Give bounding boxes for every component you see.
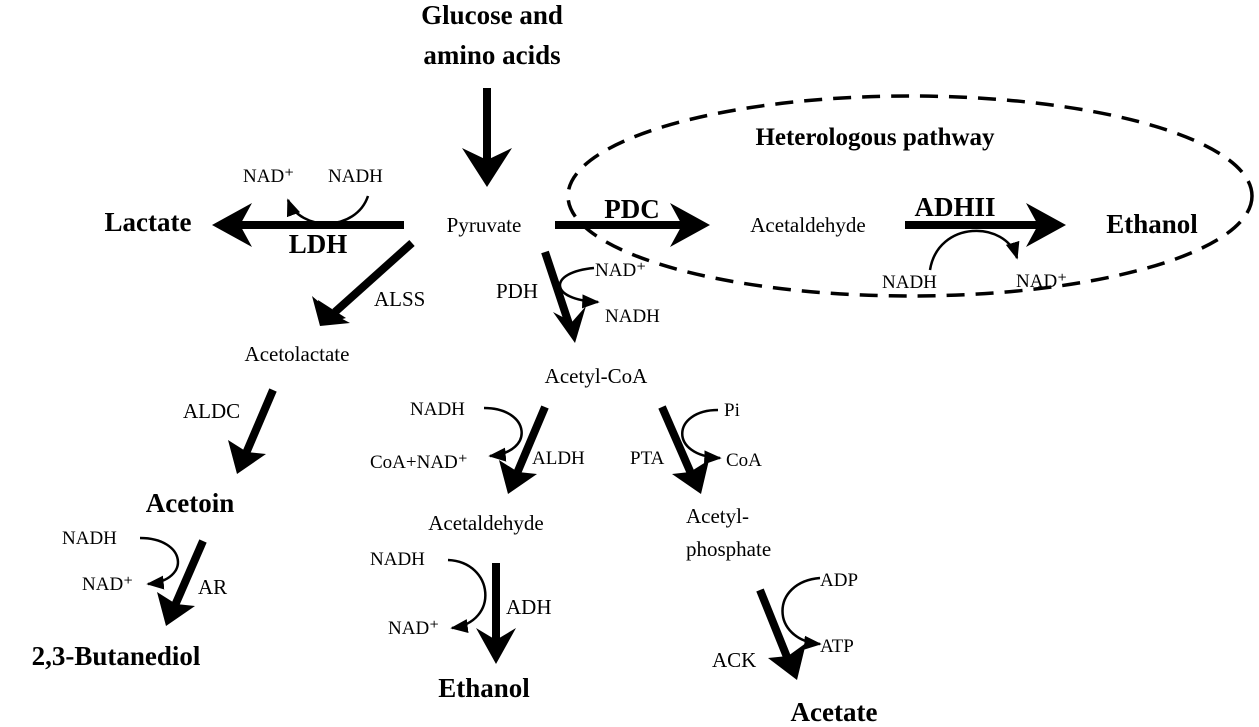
cofactor-ack-atp: ATP: [820, 636, 854, 657]
cofactor-adh-nadh: NADH: [370, 549, 425, 570]
metabolite-ethanol: Ethanol: [438, 673, 530, 703]
cofactor-ldh-nad: NAD⁺: [243, 166, 294, 187]
cofactor-pta-pi: Pi: [724, 400, 740, 421]
enzyme-pdh: PDH: [496, 279, 538, 303]
cofactor-curve-aldh: [483, 406, 523, 462]
cofactor-pdh-nadh: NADH: [605, 306, 660, 327]
cofactor-pdh-nad: NAD⁺: [595, 260, 646, 281]
arrow-pdc: [555, 203, 710, 247]
arrow-glucose-to-pyruvate: [462, 88, 512, 187]
metabolite-acetolactate: Acetolactate: [245, 342, 350, 366]
cofactor-curve-ldh: [286, 195, 370, 225]
enzyme-pdc: PDC: [604, 194, 660, 224]
cofactor-curve-ar: [139, 536, 179, 590]
cofactor-curve-ack: [781, 576, 822, 650]
metabolite-acetaldehyde: Acetaldehyde: [428, 511, 543, 535]
cofactor-curve-pdh: [558, 266, 600, 309]
cofactor-adhii-nadh: NADH: [882, 272, 937, 293]
cofactor-curve-adhii: [928, 229, 1020, 271]
metabolite-acetaldehyde-heterologous: Acetaldehyde: [750, 213, 865, 237]
arrow-ldh: [212, 203, 404, 247]
metabolite-lactate: Lactate: [105, 207, 192, 237]
arrow-pta: [658, 405, 709, 494]
cofactor-ar-nadh: NADH: [62, 528, 117, 549]
arrow-adhii: [905, 203, 1066, 247]
cofactor-curve-adh: [447, 558, 487, 633]
enzyme-ack: ACK: [712, 648, 756, 672]
source-label-line2: amino acids: [423, 40, 560, 70]
enzyme-aldh: ALDH: [532, 448, 585, 469]
cofactor-curve-pta: [681, 408, 722, 465]
cofactor-ar-nad: NAD⁺: [82, 574, 133, 595]
arrow-ar: [157, 539, 207, 626]
metabolite-butanediol: 2,3-Butanediol: [32, 641, 201, 671]
metabolite-acetyl-coa: Acetyl-CoA: [545, 364, 648, 388]
arrow-ack: [756, 588, 806, 680]
enzyme-pta: PTA: [630, 448, 665, 469]
arrow-alss: [312, 240, 415, 326]
arrow-pdh: [541, 250, 586, 343]
arrow-aldh: [499, 405, 549, 494]
heterologous-pathway-ellipse: [566, 94, 1254, 298]
cofactor-ldh-nadh: NADH: [328, 166, 383, 187]
metabolite-acetyl-phosphate-line2: phosphate: [686, 537, 771, 561]
enzyme-ar: AR: [198, 575, 227, 599]
enzyme-adh: ADH: [506, 595, 552, 619]
enzyme-ldh: LDH: [289, 229, 348, 259]
enzyme-alss: ALSS: [374, 287, 425, 311]
cofactor-aldh-nadh: NADH: [410, 399, 465, 420]
metabolite-pyruvate: Pyruvate: [447, 213, 522, 237]
arrow-adh: [476, 563, 516, 664]
source-label-line1: Glucose and: [421, 0, 563, 30]
metabolite-acetyl-phosphate-line1: Acetyl-: [686, 504, 749, 528]
metabolite-acetate: Acetate: [791, 697, 878, 727]
enzyme-adhii: ADHII: [914, 192, 995, 222]
arrow-aldc: [228, 388, 277, 474]
cofactor-adh-nad: NAD⁺: [388, 618, 439, 639]
metabolite-acetoin: Acetoin: [146, 488, 234, 518]
cofactor-ack-adp: ADP: [820, 570, 858, 591]
cofactor-adhii-nad: NAD⁺: [1016, 271, 1067, 292]
cofactor-aldh-coa-nad: CoA+NAD⁺: [370, 452, 468, 473]
cofactor-pta-coa: CoA: [726, 450, 762, 471]
enzyme-aldc: ALDC: [183, 399, 240, 423]
heterologous-pathway-label: Heterologous pathway: [755, 124, 995, 151]
metabolite-ethanol-heterologous: Ethanol: [1106, 209, 1198, 239]
